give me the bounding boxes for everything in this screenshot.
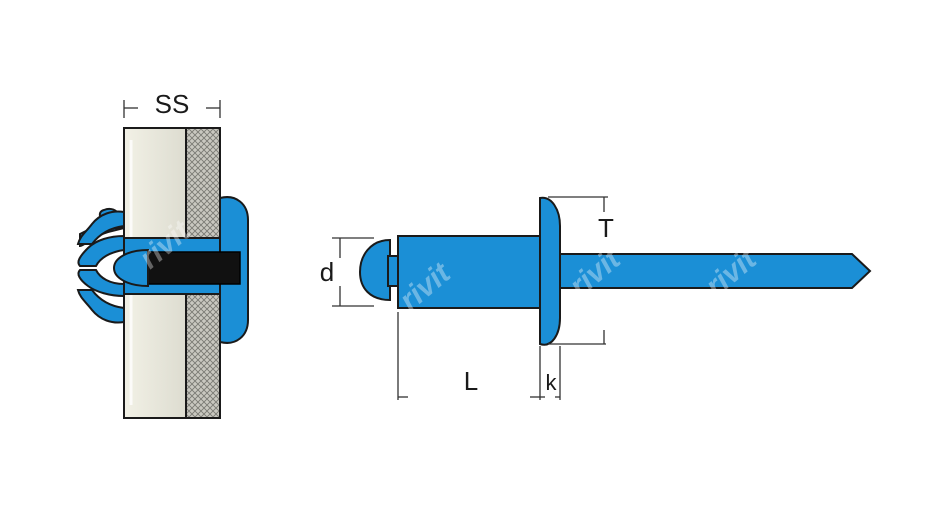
watermark-stem-2: rivit	[699, 241, 764, 303]
ss-label: SS	[155, 89, 190, 119]
mandrel-head	[112, 248, 149, 288]
t-label: T	[598, 213, 614, 243]
installed-rivet-section: SS rivit	[76, 89, 249, 419]
blind-side-bottom-flare	[76, 289, 125, 324]
k-label: k	[546, 370, 558, 395]
k-dimension: k	[540, 346, 561, 400]
l-dimension: L	[397, 312, 541, 400]
blind-side-upper-leg	[77, 234, 125, 267]
mandrel-neck	[387, 255, 399, 287]
blind-side-lower-leg	[77, 269, 125, 298]
rivet-flange	[539, 196, 561, 346]
uninstalled-rivet: d T L k	[320, 196, 872, 400]
l-label: L	[464, 366, 478, 396]
t-dimension: T	[548, 196, 614, 345]
d-dimension: d	[320, 237, 374, 307]
rivet-body	[397, 235, 545, 309]
watermark-stem-1: rivit	[563, 241, 628, 303]
ss-dimension: SS	[123, 89, 221, 119]
mandrel-core	[147, 251, 241, 285]
mandrel-dome	[358, 238, 391, 302]
blind-side-top-flare	[76, 210, 125, 245]
d-label: d	[320, 257, 334, 287]
mandrel-stem	[559, 253, 872, 289]
